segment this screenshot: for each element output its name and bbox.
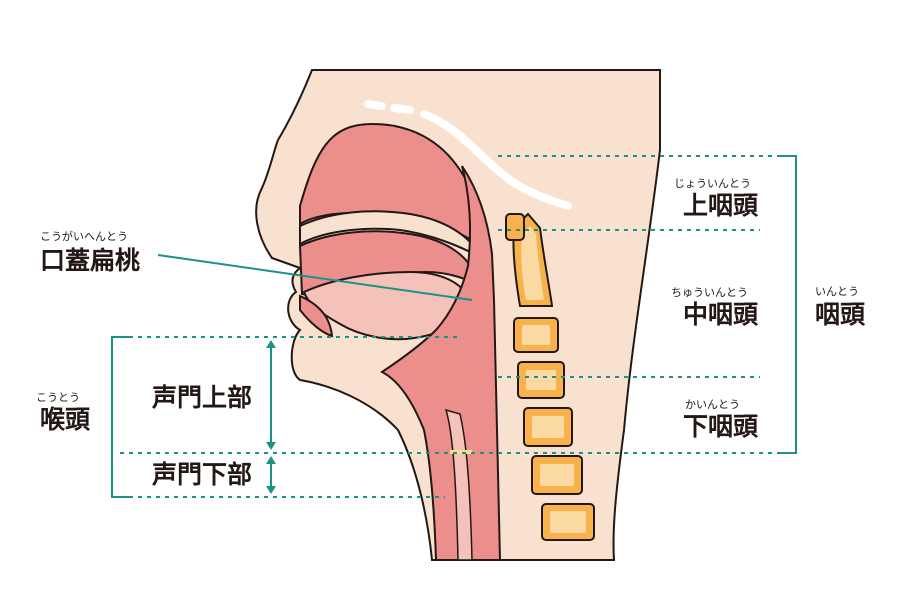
- pharynx-bracket: [778, 155, 797, 454]
- larynx-ruby: こうとう: [36, 391, 80, 404]
- palatine-tonsil-label: 口蓋扁桃: [40, 246, 141, 275]
- palatine-tonsil-ruby: こうがいへんとう: [40, 230, 128, 243]
- oropharynx-label: 中咽頭: [683, 300, 759, 329]
- supraglottis-label: 声門上部: [152, 383, 253, 412]
- subglottis-label: 声門下部: [152, 460, 253, 489]
- nasopharynx-label: 上咽頭: [683, 191, 759, 220]
- larynx-bracket: [111, 336, 130, 498]
- larynx-label: 喉頭: [40, 405, 91, 434]
- tonsil-leader-line: [157, 254, 473, 301]
- nasopharynx-ruby: じょういんとう: [674, 177, 751, 190]
- pharynx-ruby: いんとう: [815, 285, 859, 298]
- supraglottis-arrow: [266, 340, 276, 450]
- oropharynx-ruby: ちゅういんとう: [671, 286, 748, 299]
- hypopharynx-label: 下咽頭: [683, 412, 759, 441]
- cervical-spine: [505, 212, 595, 541]
- lower-lip-mouth: [299, 294, 334, 338]
- pharynx-label: 咽頭: [815, 300, 866, 329]
- level-dotted-lines: [120, 155, 790, 498]
- subglottis-arrow: [266, 456, 276, 494]
- hypopharynx-ruby: かいんとう: [685, 398, 740, 411]
- skull-base-dashes: [364, 100, 572, 210]
- trachea: [444, 408, 473, 561]
- pharynx-tube: [380, 165, 502, 561]
